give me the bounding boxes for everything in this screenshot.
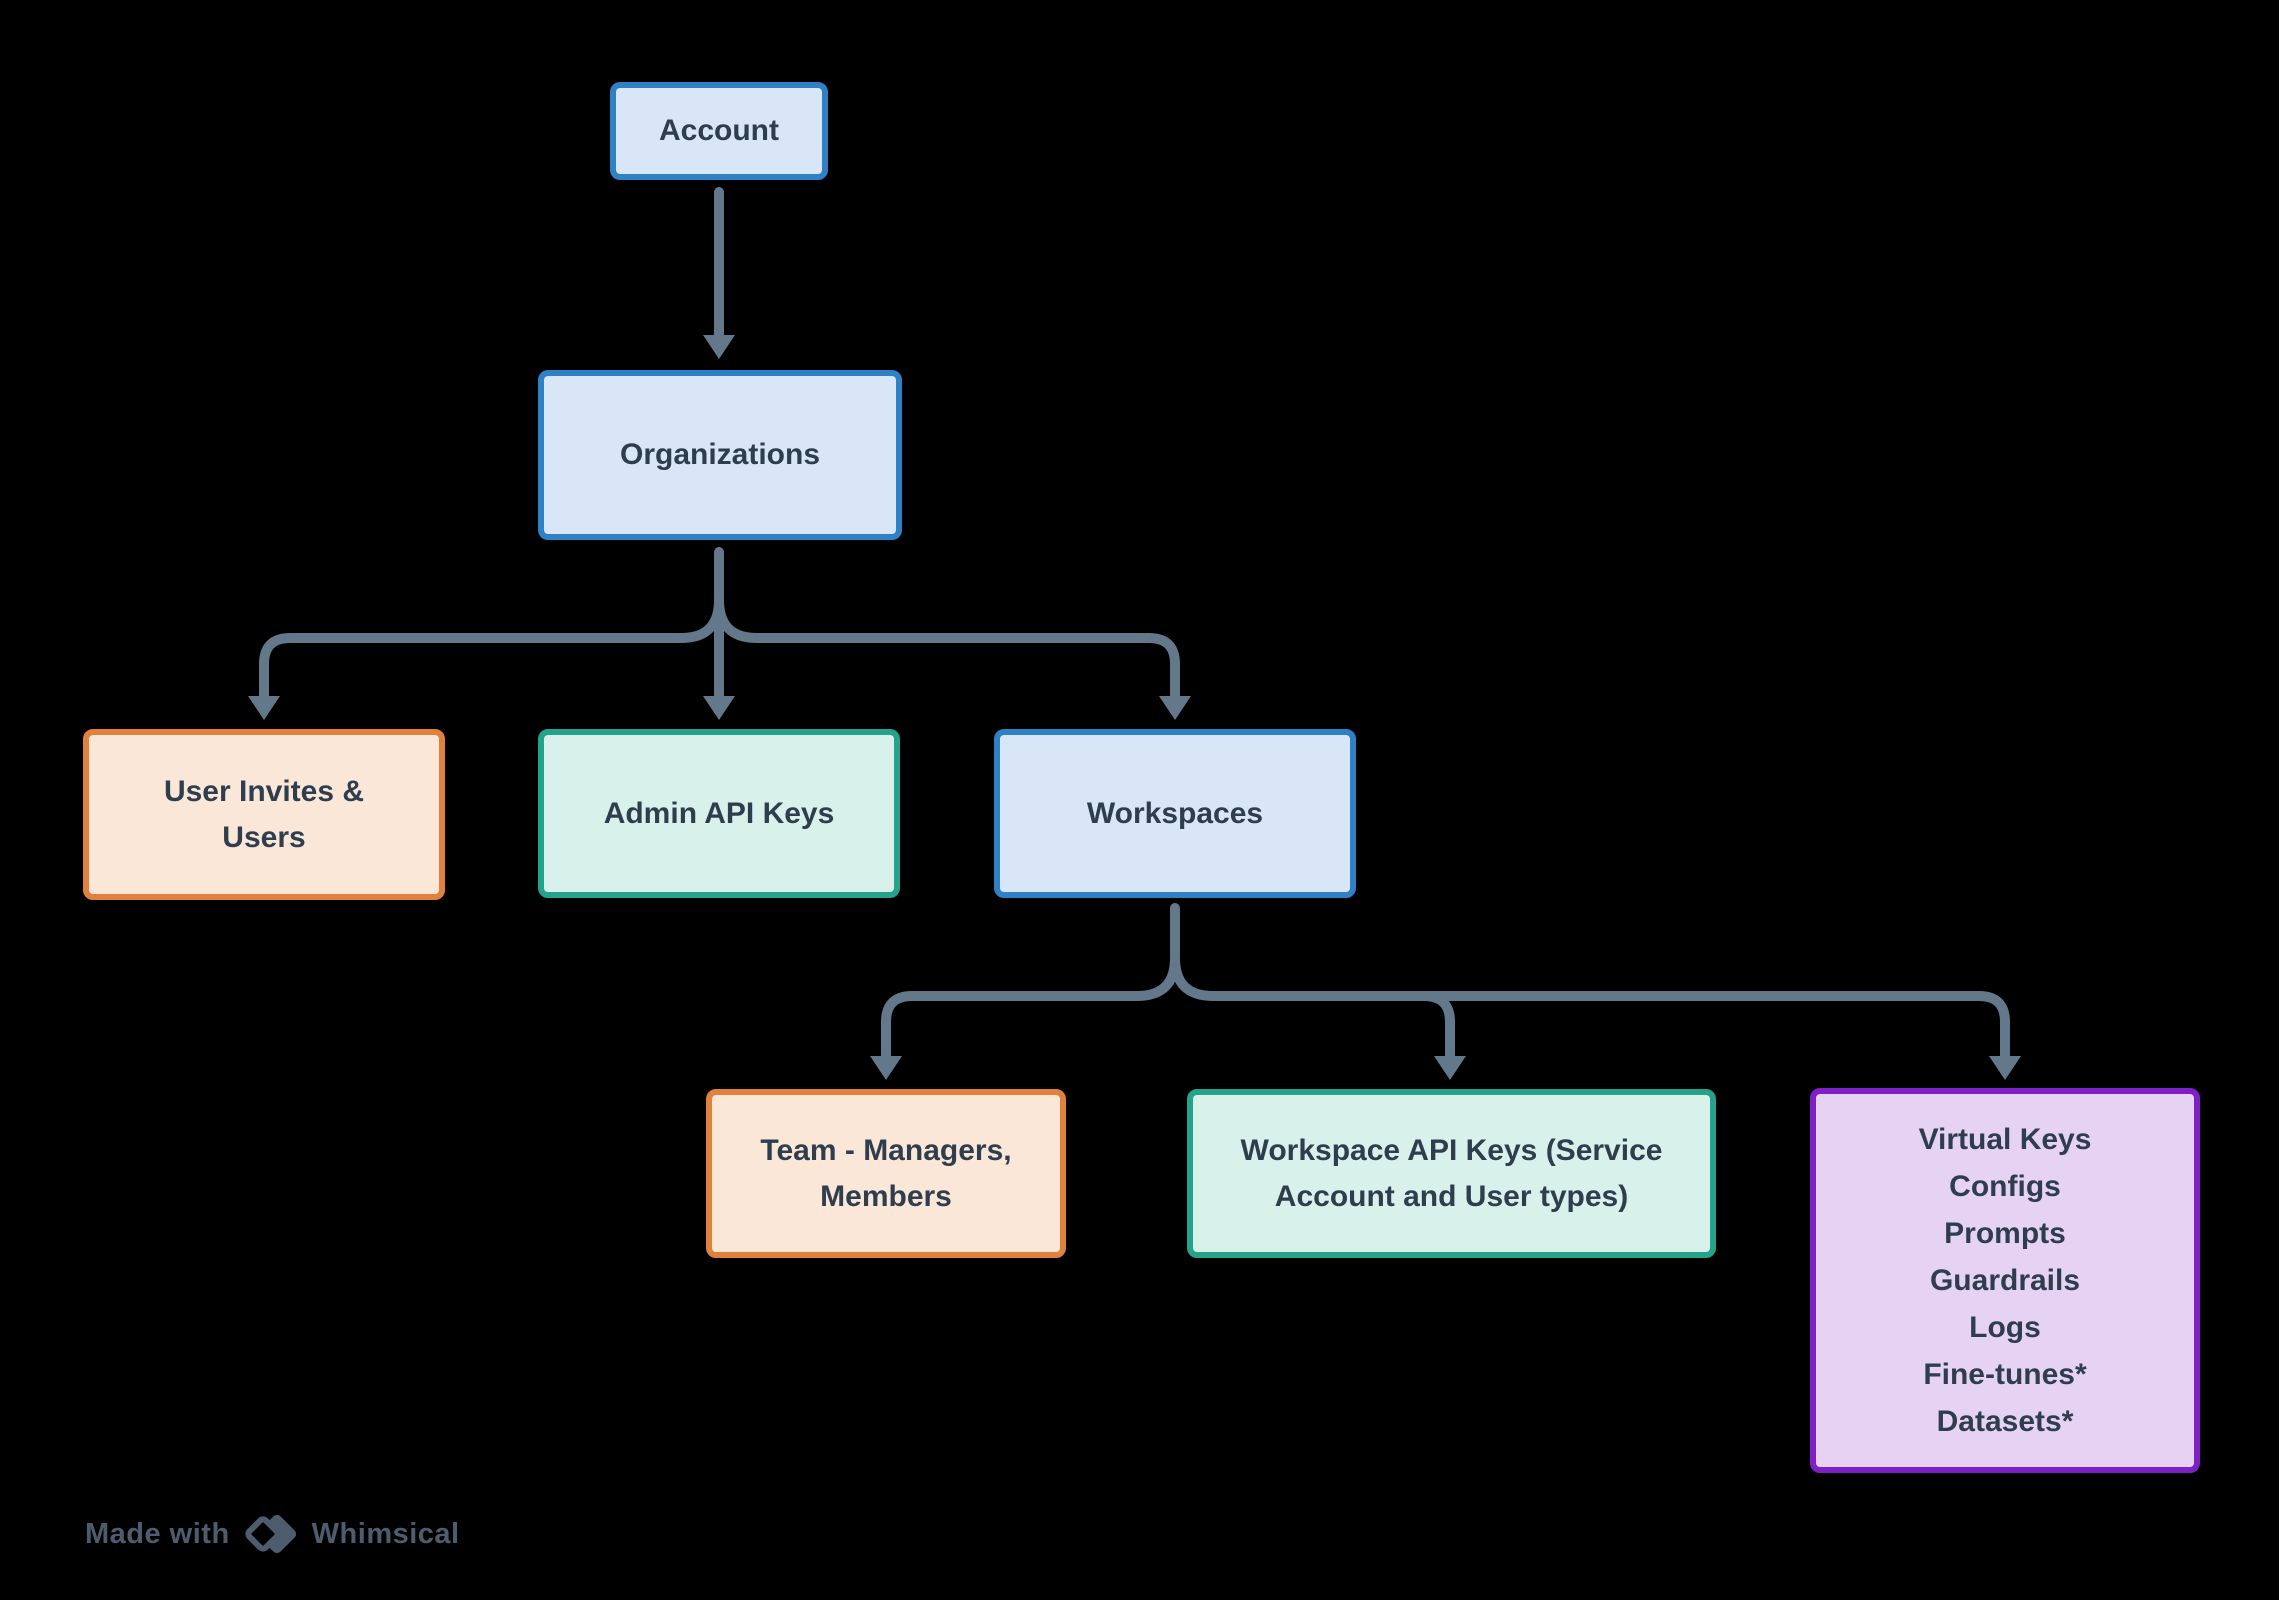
resource-line: Virtual Keys: [1918, 1123, 2092, 1156]
arrowhead-workspace-api-keys: [1434, 1056, 1466, 1080]
resource-line: Datasets*: [1936, 1405, 2074, 1438]
node-label: Workspaces: [1086, 796, 1264, 830]
node-admin-api-keys: Admin API Keys: [538, 729, 900, 898]
resource-line: Logs: [1969, 1311, 2041, 1344]
node-user-invites-and-users: User Invites & Users: [83, 729, 445, 900]
arrowhead-workspaces: [1159, 696, 1191, 720]
node-label: Team - Managers, Members: [760, 1133, 1012, 1213]
whimsical-logo-icon: [245, 1514, 296, 1554]
connector-organizations-user-invites: [259, 595, 724, 701]
node-workspaces: Workspaces: [994, 729, 1356, 898]
node-label: Account: [659, 114, 779, 147]
node-team-managers-members: Team - Managers, Members: [706, 1089, 1066, 1258]
node-account: Account: [610, 82, 828, 180]
node-organizations: Organizations: [538, 370, 902, 540]
watermark-brand: Whimsical: [311, 1517, 460, 1550]
arrowhead-organizations: [703, 335, 735, 359]
node-workspace-api-keys: Workspace API Keys (Service Account and …: [1187, 1089, 1716, 1258]
watermark-prefix: Made with: [85, 1517, 230, 1550]
arrowhead-workspace-resources: [1989, 1056, 2021, 1080]
node-label-lines: Virtual Keys Configs Prompts Guardrails …: [1919, 1116, 2092, 1445]
connector-workspaces-workspace-resources: [1170, 953, 2010, 1061]
whimsical-watermark: Made with Whimsical: [85, 1506, 460, 1562]
node-label: Workspace API Keys (Service Account and …: [1240, 1133, 1663, 1213]
arrowhead-admin-api-keys: [703, 696, 735, 720]
node-workspace-resources: Virtual Keys Configs Prompts Guardrails …: [1810, 1088, 2200, 1473]
arrowhead-team: [870, 1056, 902, 1080]
connector-workspaces-team: [881, 903, 1180, 1061]
resource-line: Configs: [1949, 1170, 2061, 1203]
node-label: User Invites & Users: [163, 774, 365, 854]
resource-line: Prompts: [1944, 1217, 2066, 1250]
resource-line: Fine-tunes*: [1923, 1358, 2087, 1391]
node-label: Admin API Keys: [603, 796, 835, 830]
arrowhead-user-invites: [248, 696, 280, 720]
node-label: Organizations: [619, 438, 821, 471]
resource-line: Guardrails: [1929, 1264, 2081, 1297]
connector-workspaces-workspace-api-keys: [1419, 991, 1455, 1061]
connector-organizations-workspaces: [714, 595, 1180, 701]
